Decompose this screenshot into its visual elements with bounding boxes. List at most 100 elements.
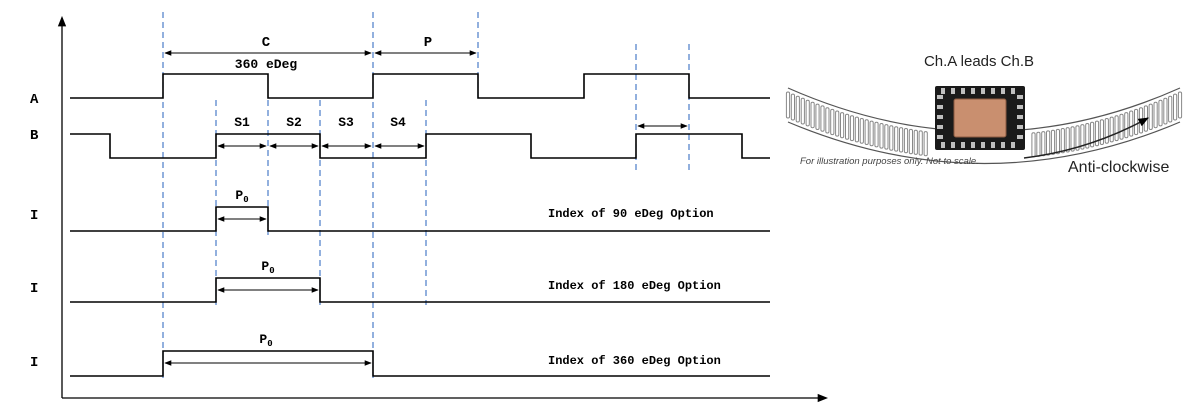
- scale-tick: [918, 130, 923, 156]
- label-s1: S1: [234, 115, 250, 130]
- label-p: P: [424, 35, 432, 51]
- waveform-b: [70, 133, 770, 159]
- scale-tick: [820, 105, 825, 132]
- scale-tick: [1134, 108, 1139, 136]
- scale-tick: [1080, 124, 1085, 150]
- channel-label-i: I: [30, 355, 38, 371]
- scale-tick: [1163, 97, 1168, 125]
- scale-tick: [795, 95, 800, 123]
- scale-tick: [1177, 91, 1183, 119]
- label-s4: S4: [390, 115, 406, 130]
- scale-tick: [835, 110, 840, 137]
- label-p0-180: P0: [261, 259, 274, 276]
- direction-arrow: [1023, 117, 1149, 159]
- channel-label-a: A: [30, 92, 39, 108]
- label-s3: S3: [338, 115, 354, 130]
- scale-tick: [1046, 130, 1051, 156]
- scale-tick: [849, 115, 855, 142]
- scale-tick: [840, 112, 845, 139]
- chip-pin: [961, 88, 965, 94]
- direction-label: Anti-clockwise: [1068, 159, 1169, 176]
- encoder-illustration: Ch.A leads Ch.B For illustration purpose…: [785, 53, 1183, 176]
- scale-tick: [1050, 129, 1056, 155]
- scale-tick: [825, 107, 830, 134]
- chip-pin: [991, 88, 995, 94]
- scale-tick: [1173, 93, 1178, 121]
- waveform-index-90: [70, 206, 770, 232]
- scale-tick: [1168, 95, 1173, 123]
- scale-tick: [845, 113, 850, 140]
- scale-tick: [1090, 121, 1095, 148]
- scale-tick: [785, 91, 791, 119]
- chip-pin: [1017, 105, 1023, 109]
- scale-tick: [1148, 103, 1153, 130]
- chip-pin: [981, 88, 985, 94]
- caption-index-180: Index of 180 eDeg Option: [548, 279, 721, 293]
- chip-pin: [1017, 95, 1023, 99]
- channel-label-i: I: [30, 281, 38, 297]
- scale-tick: [1153, 101, 1158, 129]
- scale-tick: [1124, 112, 1129, 139]
- scale-tick: [899, 127, 904, 153]
- scale-tick: [1085, 123, 1090, 149]
- chip-pin: [961, 142, 965, 148]
- chip-pin: [951, 142, 955, 148]
- scale-tick: [1094, 120, 1100, 147]
- scale-tick: [830, 108, 835, 136]
- chip-pin: [1011, 88, 1015, 94]
- chip-pin: [937, 135, 943, 139]
- label-360-edeg: 360 eDeg: [235, 57, 298, 72]
- scale-tick: [1031, 132, 1036, 158]
- label-c: C: [262, 35, 271, 51]
- scale-tick: [874, 121, 879, 148]
- chip-pin: [1001, 142, 1005, 148]
- scale-tick: [1119, 113, 1124, 140]
- readhead-chip-pins: [937, 88, 1023, 148]
- scale-tick: [805, 99, 810, 127]
- scale-tick: [1109, 116, 1114, 143]
- waveform-index-360: [70, 350, 770, 377]
- channel-label-b: B: [30, 128, 39, 144]
- scale-tick: [1060, 128, 1065, 154]
- chip-pin: [981, 142, 985, 148]
- chip-pin: [937, 105, 943, 109]
- illustration-title: Ch.A leads Ch.B: [924, 53, 1034, 70]
- scale-ticks: [785, 91, 1183, 158]
- scale-tick: [903, 128, 909, 154]
- scale-tick: [1114, 115, 1119, 142]
- chip-pin: [1011, 142, 1015, 148]
- scale-tick: [1036, 131, 1041, 157]
- readhead-chip-die: [953, 98, 1007, 138]
- chip-pin: [1017, 125, 1023, 129]
- chip-pin: [937, 125, 943, 129]
- caption-index-360: Index of 360 eDeg Option: [548, 354, 721, 368]
- waveform-a: [70, 73, 770, 99]
- scale-tick: [859, 118, 864, 144]
- scale-tick: [854, 116, 859, 143]
- scale-tick: [908, 128, 913, 155]
- chip-pin: [971, 88, 975, 94]
- chip-pin: [1017, 135, 1023, 139]
- chip-pin: [937, 95, 943, 99]
- scale-tick: [884, 124, 889, 150]
- scale-tick: [869, 120, 874, 147]
- scale-tick: [800, 97, 805, 125]
- scale-tick: [1158, 99, 1163, 127]
- chip-pin: [991, 142, 995, 148]
- scale-tick: [1099, 119, 1105, 146]
- caption-index-90: Index of 90 eDeg Option: [548, 207, 714, 221]
- scale-tick: [1065, 127, 1070, 153]
- chip-pin: [941, 142, 945, 148]
- chip-pin: [941, 88, 945, 94]
- waveform-index-180: [70, 277, 770, 303]
- illustration-note: For illustration purposes only. Not to s…: [800, 156, 979, 167]
- label-s2: S2: [286, 115, 302, 130]
- scale-tick: [1055, 128, 1061, 155]
- scale-tick: [1075, 125, 1080, 151]
- scale-tick: [790, 93, 795, 121]
- channel-label-i: I: [30, 208, 38, 224]
- label-p0-90: P0: [235, 188, 248, 205]
- chip-pin: [951, 88, 955, 94]
- scale-tick: [864, 119, 869, 146]
